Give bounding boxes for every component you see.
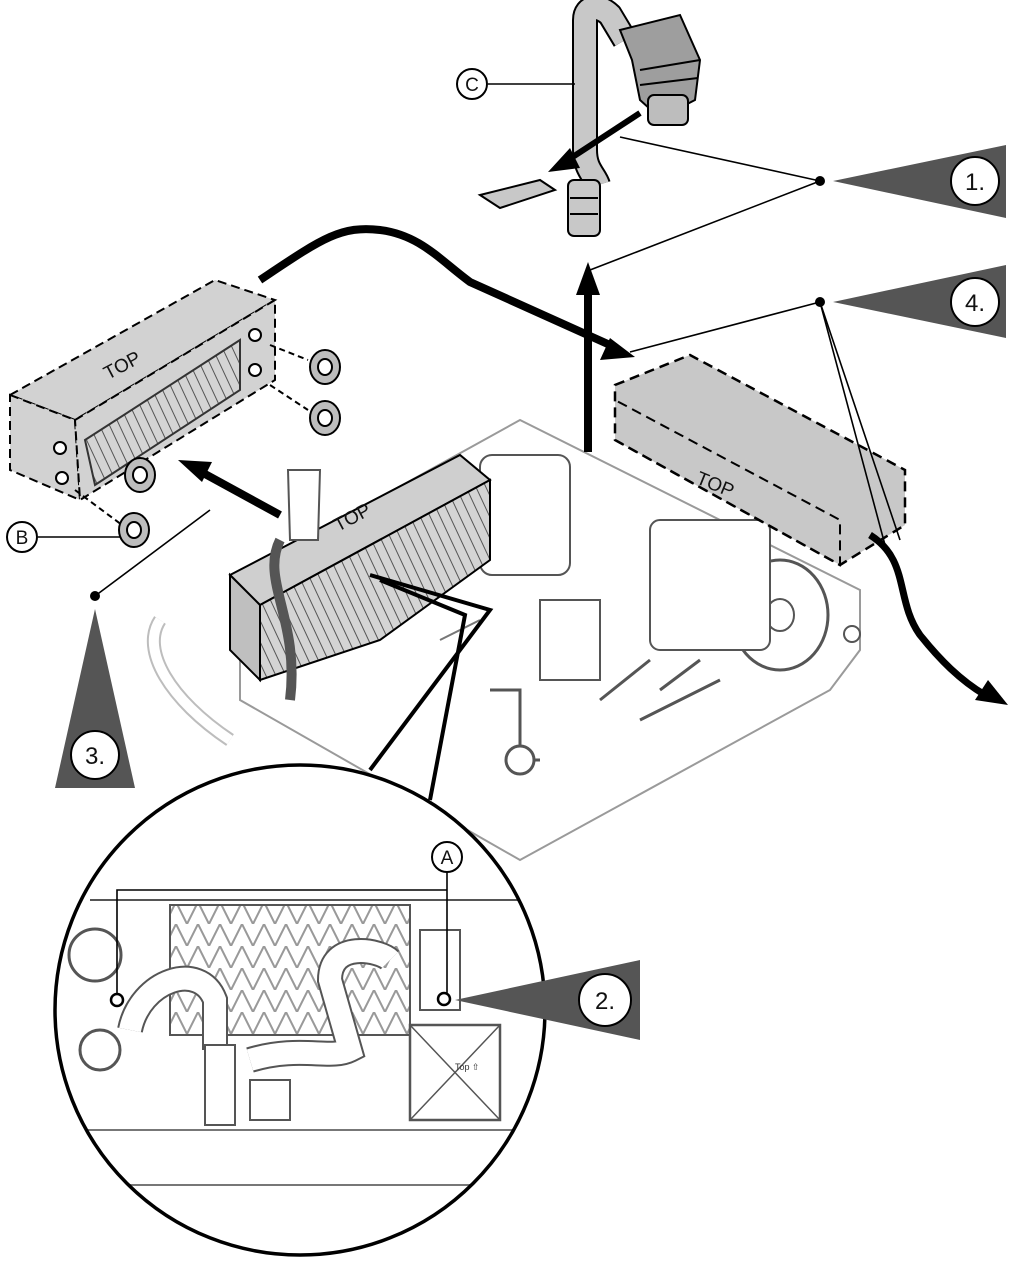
step-pointer-3: 3. xyxy=(55,591,135,788)
magnifier-connectors xyxy=(368,573,494,801)
screw-a-left xyxy=(109,992,125,1008)
valve xyxy=(618,13,702,126)
top-arrow-marking: Top ⇧ xyxy=(455,1062,480,1072)
step-3-label: 3. xyxy=(85,743,105,770)
callout-b-label: B xyxy=(16,528,29,549)
callout-b: B xyxy=(6,521,38,553)
magnifier-detail: Top ⇧ xyxy=(53,763,547,1257)
step-4-label: 4. xyxy=(965,290,985,317)
callout-c-label: C xyxy=(465,75,479,96)
seal-rings xyxy=(74,344,341,548)
step-1-label: 1. xyxy=(965,169,985,196)
step-pointer-1: 1. xyxy=(815,145,1006,218)
movement-arrows xyxy=(178,110,1008,705)
installed-heat-exchanger: TOP xyxy=(228,453,492,701)
step-2-label: 2. xyxy=(595,988,615,1015)
screw-a-right xyxy=(436,991,452,1007)
callout-c: C xyxy=(456,68,488,100)
step-pointer-4: 4. xyxy=(815,265,1006,338)
callout-a: A xyxy=(431,841,463,873)
pipe-c xyxy=(477,0,637,237)
clip xyxy=(477,178,558,210)
leader-lines xyxy=(38,83,901,597)
step-pointer-2: 2. xyxy=(455,960,640,1040)
callout-a-label: A xyxy=(441,848,454,869)
removed-heat-exchanger: TOP xyxy=(7,278,278,502)
